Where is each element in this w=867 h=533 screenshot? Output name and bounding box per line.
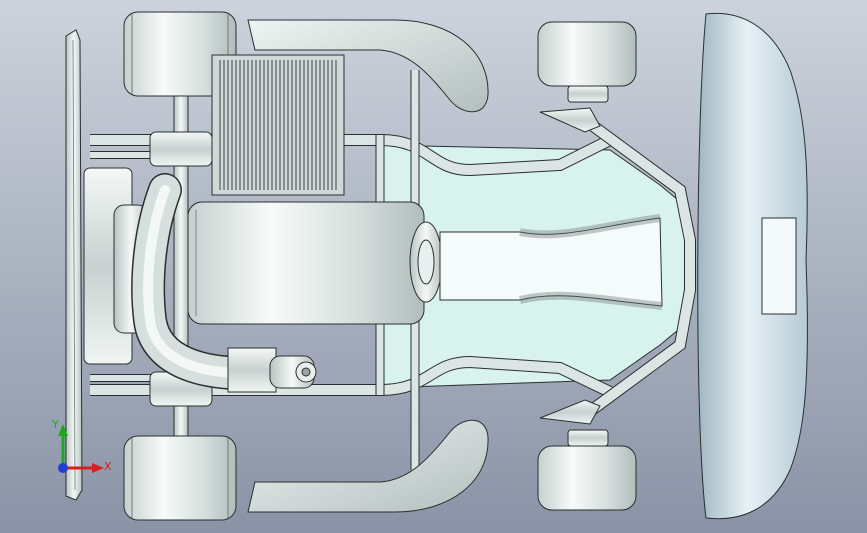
side-pod-upper[interactable] [247,19,489,113]
seat[interactable] [439,214,663,310]
front-wheel-upper[interactable] [537,21,637,103]
bearing-hub-upper [149,131,213,167]
z-axis-dot [58,463,68,473]
rear-wheel-lower[interactable] [123,435,237,521]
nose-fairing[interactable] [697,12,808,520]
rear-wheel-upper[interactable] [123,11,237,97]
coordinate-triad: X Y [51,418,112,473]
radiator[interactable] [211,54,345,196]
front-wheel-lower[interactable] [537,429,637,511]
number-plate-recess [761,217,797,315]
steering-linkage[interactable] [539,107,601,425]
engine-block[interactable] [187,201,425,325]
side-pod-lower[interactable] [247,419,489,513]
carburetor[interactable] [227,347,317,393]
exhaust-pipe[interactable] [131,173,287,391]
x-axis-label: X [104,460,112,473]
rear-bumper[interactable] [65,29,83,501]
y-axis-label: Y [51,418,59,431]
clutch-cover[interactable] [409,221,443,303]
